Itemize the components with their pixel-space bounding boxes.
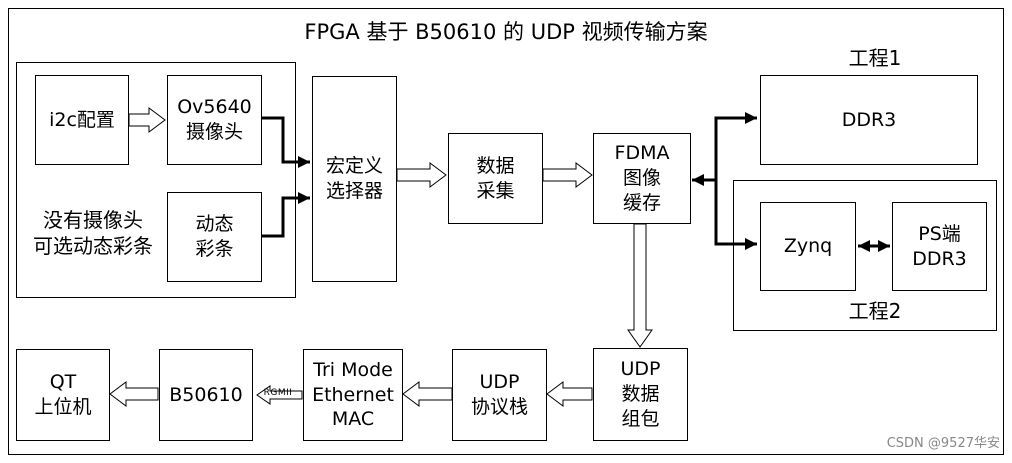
ddr3-block: DDR3 [760, 75, 978, 165]
udp-packet-block: UDP 数据 组包 [593, 348, 688, 441]
hollow-arrow-macro-to-capture [396, 162, 447, 188]
hollow-arrow-mac-to-b50610 [256, 385, 303, 405]
hollow-arrow-udppack-to-udpstack [546, 381, 593, 407]
zynq-block: Zynq [760, 202, 856, 291]
b50610-phy-block: B50610 [159, 349, 253, 441]
rgmii-label: RGMII [263, 388, 293, 398]
macro-selector-block: 宏定义 选择器 [312, 76, 397, 282]
ps-ddr3-block: PS端 DDR3 [892, 202, 987, 291]
arrow-fdma-zynq [714, 180, 757, 250]
diagram-title: FPGA 基于 B50610 的 UDP 视频传输方案 [304, 20, 708, 44]
arrow-fdma-ddr3 [692, 112, 757, 186]
project2-label: 工程2 [848, 299, 902, 323]
arrow-dyncolor-to-macro [262, 192, 310, 238]
no-camera-note: 没有摄像头 可选动态彩条 [33, 208, 153, 258]
fdma-buffer-block: FDMA 图像 缓存 [593, 133, 691, 224]
hollow-arrow-udpstack-to-mac [402, 381, 453, 407]
hollow-arrow-fdma-to-udppack [627, 223, 653, 348]
i2c-config-block: i2c配置 [35, 75, 129, 165]
outer-frame [8, 8, 1004, 455]
camera-source-group [16, 62, 296, 298]
ethernet-mac-block: Tri Mode Ethernet MAC [303, 349, 403, 441]
dynamic-colorbar-block: 动态 彩条 [167, 192, 262, 282]
project1-label: 工程1 [848, 46, 902, 70]
arrow-ov5640-to-macro [262, 116, 310, 168]
csdn-watermark: CSDN @9527华安 [886, 436, 1000, 451]
hollow-arrow-i2c-to-ov5640 [128, 107, 166, 133]
hollow-arrow-capture-to-fdma [542, 162, 593, 188]
qt-host-block: QT 上位机 [16, 349, 110, 441]
udp-stack-block: UDP 协议栈 [452, 349, 547, 441]
project2-group [733, 180, 997, 331]
ov5640-camera-block: Ov5640 摄像头 [167, 75, 262, 165]
hollow-arrow-b50610-to-qt [109, 381, 159, 407]
data-capture-block: 数据 采集 [448, 133, 543, 224]
